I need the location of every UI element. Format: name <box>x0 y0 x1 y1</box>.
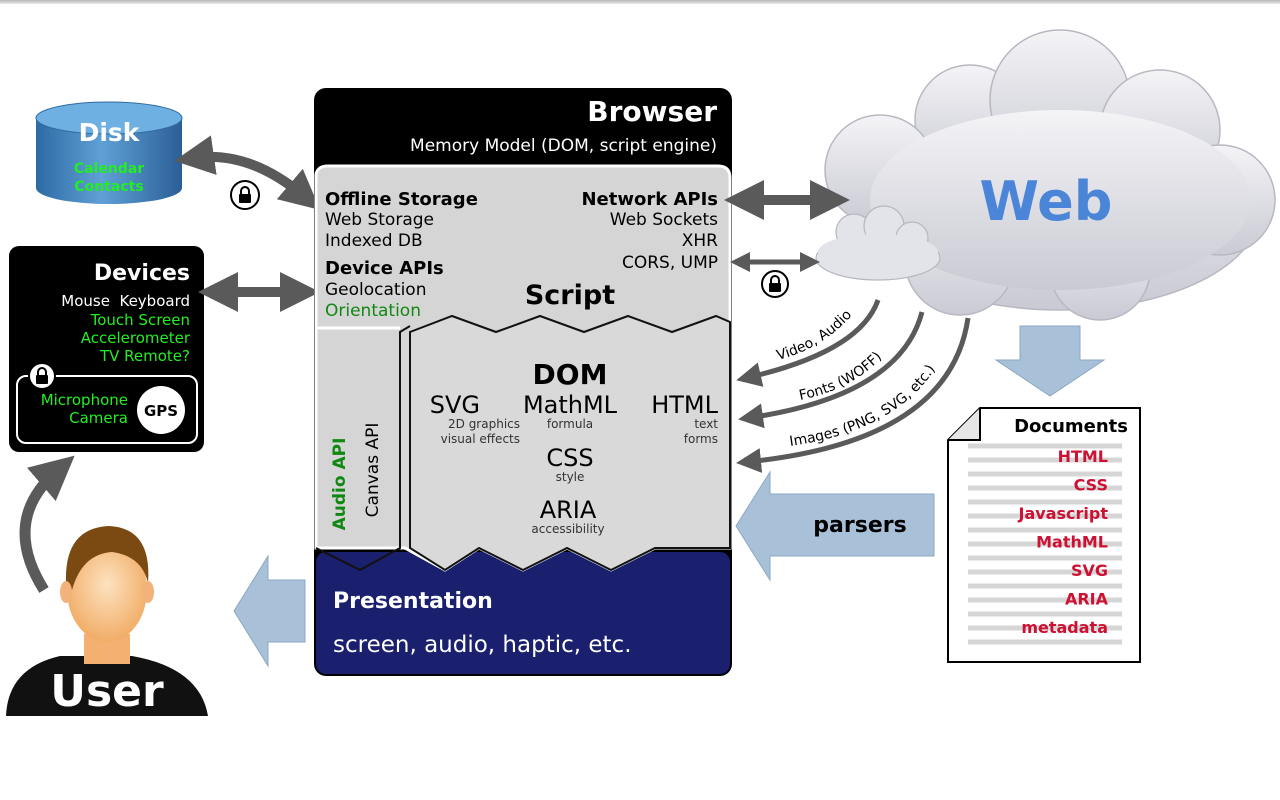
dom-mathml-label: MathML <box>523 391 618 419</box>
devices-title: Devices <box>94 261 190 286</box>
disk-item-calendar: Calendar <box>74 161 144 177</box>
dom-html-label: HTML <box>651 391 718 419</box>
images-arrow <box>736 317 971 473</box>
document-item-mathml: MathML <box>1036 533 1108 552</box>
network-item-web-sockets: Web Sockets <box>610 210 718 230</box>
devices-item-tv-remote: TV Remote? <box>99 347 190 365</box>
dom-title: DOM <box>533 358 608 391</box>
gps-label: GPS <box>144 402 178 420</box>
dom-panel <box>409 314 731 572</box>
web-title: Web <box>980 170 1113 233</box>
device-item-geolocation: Geolocation <box>325 280 427 300</box>
window-top-edge <box>0 0 1280 4</box>
dom-html-sub-text: text <box>694 417 718 431</box>
dom-svg-label: SVG <box>430 391 480 419</box>
lock-icon <box>230 180 260 210</box>
canvas-api-label: Canvas API <box>363 423 383 518</box>
dom-svg-sub-graphics: 2D graphics <box>448 417 520 431</box>
offline-storage-title: Offline Storage <box>325 189 478 210</box>
disk-browser-arrow <box>174 135 321 210</box>
dom-css-sub: style <box>556 470 585 484</box>
presentation-title: Presentation <box>333 589 493 614</box>
lock-icon <box>761 270 789 298</box>
audio-api-label: Audio API <box>330 438 350 531</box>
presentation-panel <box>316 552 730 674</box>
disk-cylinder: Disk Calendar Contacts <box>35 101 183 204</box>
presentation-subtitle: screen, audio, haptic, etc. <box>333 632 632 658</box>
disk-item-contacts: Contacts <box>74 179 143 195</box>
user-figure: User <box>6 526 208 717</box>
document-item-html: HTML <box>1058 447 1108 466</box>
video-audio-arrow <box>736 299 881 387</box>
disk-title: Disk <box>79 118 141 147</box>
device-item-orientation: Orientation <box>325 301 421 321</box>
dom-aria-sub: accessibility <box>531 522 604 536</box>
web-cloud: Web <box>824 29 1276 321</box>
presentation-user-arrow <box>233 554 306 668</box>
dom-css-label: CSS <box>546 444 593 472</box>
lock-icon <box>28 362 56 390</box>
devices-item-microphone: Microphone <box>41 391 128 409</box>
browser-subtitle: Memory Model (DOM, script engine) <box>410 136 717 156</box>
devices-item-accelerometer: Accelerometer <box>81 329 191 347</box>
offline-item-web-storage: Web Storage <box>325 210 434 230</box>
devices-item-mouse-keyboard: Mouse Keyboard <box>61 292 190 310</box>
dom-aria-label: ARIA <box>540 496 597 524</box>
devices-item-camera: Camera <box>69 409 128 427</box>
document-item-metadata: metadata <box>1021 618 1108 637</box>
offline-item-indexed-db: Indexed DB <box>325 231 423 251</box>
browser-title: Browser <box>587 95 717 128</box>
script-label: Script <box>525 280 615 311</box>
dom-mathml-sub: formula <box>547 417 593 431</box>
devices-item-touch-screen: Touch Screen <box>90 311 190 329</box>
user-devices-arrow <box>19 455 75 593</box>
gps-icon: GPS <box>137 386 185 434</box>
user-label: User <box>50 666 164 717</box>
documents-title: Documents <box>1014 416 1128 437</box>
network-apis-title: Network APIs <box>581 189 718 210</box>
device-apis-title: Device APIs <box>325 258 444 279</box>
document-item-aria: ARIA <box>1065 590 1109 609</box>
side-api-divider <box>315 325 411 572</box>
parsers-arrow <box>735 470 935 582</box>
dom-html-sub-forms: forms <box>684 432 718 446</box>
web-documents-arrow <box>994 325 1106 397</box>
document-item-svg: SVG <box>1071 561 1108 580</box>
network-item-cors: CORS, UMP <box>622 253 718 273</box>
document-item-javascript: Javascript <box>1018 504 1109 523</box>
small-cloud <box>815 205 941 281</box>
parsers-label: parsers <box>813 513 906 538</box>
dom-svg-sub-effects: visual effects <box>441 432 520 446</box>
fonts-arrow <box>738 311 925 429</box>
document-item-css: CSS <box>1074 476 1108 495</box>
devices-box: Devices Mouse Keyboard Touch Screen Acce… <box>9 246 204 452</box>
network-item-xhr: XHR <box>682 231 718 251</box>
